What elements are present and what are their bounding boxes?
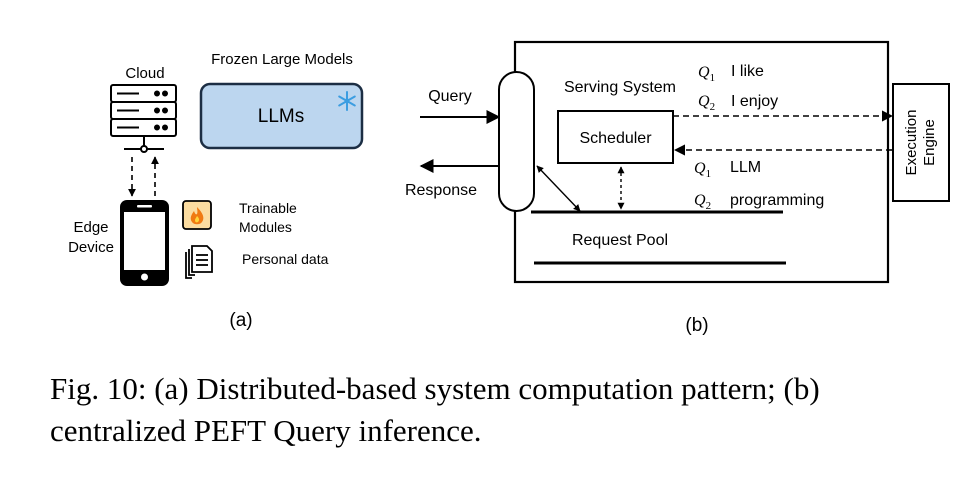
execution-engine-line2: Engine	[921, 119, 938, 166]
q2-output-text: I enjoy	[731, 93, 778, 110]
gateway-pill	[498, 71, 535, 212]
execution-engine-box	[892, 83, 950, 202]
q2-input-text: programming	[730, 192, 824, 209]
request-pool-label: Request Pool	[572, 232, 668, 249]
trainable-label-line2: Modules	[239, 219, 292, 235]
edge-label-line1: Edge	[73, 219, 108, 236]
flame-icon	[182, 200, 212, 230]
documents-icon	[185, 245, 213, 279]
phone-icon	[120, 200, 169, 286]
q1-input-text: LLM	[730, 159, 761, 176]
q1-bottom-symbol: Q1	[694, 160, 711, 180]
llm-box	[199, 82, 364, 150]
serving-system-label: Serving System	[564, 79, 676, 96]
q1-output-text: I like	[731, 63, 764, 80]
q2-bottom-symbol: Q2	[694, 192, 711, 212]
q1-top-symbol: Q1	[698, 64, 715, 84]
llms-label: LLMs	[258, 106, 304, 127]
diagram-canvas: Cloud Frozen Large Models LLMs	[68, 40, 950, 336]
figure-caption: Fig. 10: (a) Distributed-based system co…	[50, 371, 820, 448]
panel-b: Query Response Serving System Scheduler …	[405, 40, 950, 336]
gateway-pool-arrow	[536, 165, 581, 212]
cloud-label: Cloud	[125, 65, 164, 82]
execution-engine-line1: Execution	[903, 110, 920, 176]
frozen-models-label: Frozen Large Models	[211, 51, 353, 68]
snowflake-icon	[338, 91, 356, 111]
edge-label-line2: Device	[68, 239, 114, 256]
trainable-label-line1: Trainable	[239, 200, 297, 216]
scheduler-box	[557, 110, 674, 164]
panel-b-sublabel: (b)	[685, 315, 708, 336]
scheduler-label: Scheduler	[579, 130, 652, 147]
server-icon	[110, 84, 177, 153]
personal-data-label: Personal data	[242, 251, 329, 267]
q2-top-symbol: Q2	[698, 93, 715, 113]
panel-a-sublabel: (a)	[229, 310, 252, 331]
query-label: Query	[428, 88, 472, 105]
panel-a: Cloud Frozen Large Models LLMs	[68, 51, 364, 331]
response-label: Response	[405, 182, 477, 199]
